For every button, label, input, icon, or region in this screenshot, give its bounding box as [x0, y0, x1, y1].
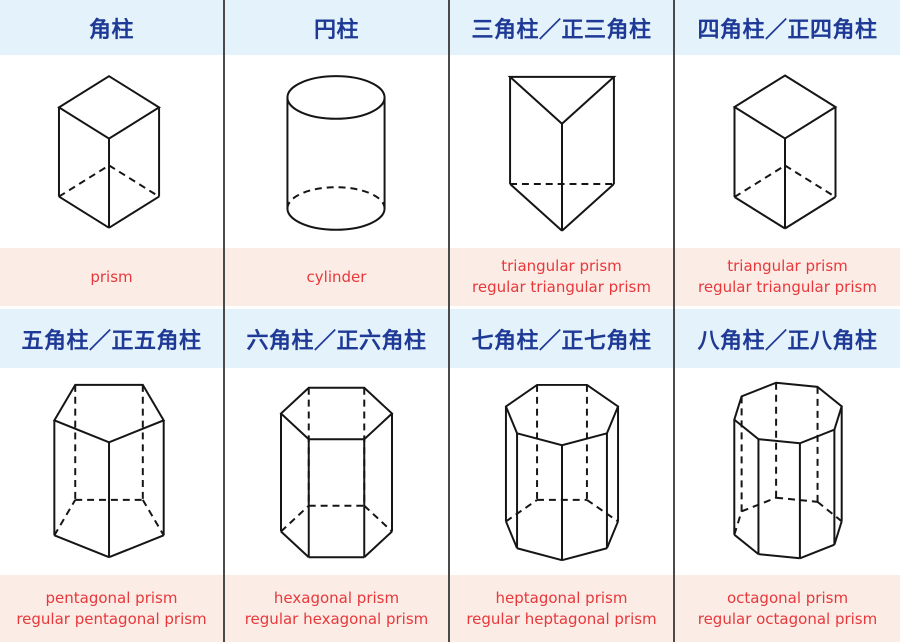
figure-area	[450, 368, 673, 575]
cell-title: 四角柱／正四角柱	[697, 17, 878, 43]
label-line: triangular prism	[727, 257, 848, 276]
label-line: cylinder	[306, 267, 367, 286]
heptagonal-prism-figure	[504, 383, 620, 562]
cell-header: 五角柱／正五角柱	[0, 309, 223, 368]
cell-label: pentagonal prism regular pentagonal pris…	[0, 575, 223, 642]
label-line: triangular prism	[501, 257, 622, 276]
row-divider	[675, 306, 900, 309]
figure-area	[675, 368, 900, 575]
cell-header: 円柱	[225, 0, 448, 55]
figure-area	[0, 55, 223, 248]
label-line: hexagonal prism	[273, 588, 400, 607]
column-3: 三角柱／正三角柱 triangular prism regular triang…	[450, 0, 675, 642]
label-line: regular pentagonal prism	[16, 609, 207, 628]
row-divider	[225, 306, 448, 309]
label-line: pentagonal prism	[45, 588, 178, 607]
figure-area	[225, 55, 448, 248]
cell-heptagonal-prism: 七角柱／正七角柱 heptagonal prism regular heptag…	[450, 309, 673, 642]
pentagonal-prism-figure	[52, 383, 166, 559]
cell-label: heptagonal prism regular heptagonal pris…	[450, 575, 673, 642]
cell-header: 三角柱／正三角柱	[450, 0, 673, 55]
label-line: regular triangular prism	[472, 278, 651, 296]
figure-area	[450, 55, 673, 248]
label-line: regular heptagonal prism	[466, 609, 657, 628]
cell-label: octagonal prism regular octagonal prism	[675, 575, 900, 642]
label-line: regular triangular prism	[698, 278, 877, 296]
label-line: regular octagonal prism	[697, 609, 878, 628]
cell-title: 六角柱／正六角柱	[246, 328, 427, 354]
figure-area	[225, 368, 448, 575]
label-line: regular hexagonal prism	[244, 609, 429, 628]
cell-title: 角柱	[88, 17, 134, 43]
figure-area	[675, 55, 900, 248]
octagonal-prism-figure	[733, 381, 843, 560]
cell-cylinder: 円柱 cylinder	[225, 0, 448, 306]
cell-label: prism	[0, 248, 223, 306]
cell-square-prism: 四角柱／正四角柱 triangular prism regular triang…	[675, 0, 900, 306]
cell-title: 七角柱／正七角柱	[471, 328, 652, 354]
figure-area	[0, 368, 223, 575]
cell-header: 七角柱／正七角柱	[450, 309, 673, 368]
cylinder-figure	[286, 75, 386, 231]
cell-label: hexagonal prism regular hexagonal prism	[225, 575, 448, 642]
label-line: prism	[90, 267, 133, 286]
cell-triangular-prism: 三角柱／正三角柱 triangular prism regular triang…	[450, 0, 673, 306]
cell-title: 五角柱／正五角柱	[21, 328, 202, 354]
cell-header: 角柱	[0, 0, 223, 55]
cell-header: 四角柱／正四角柱	[675, 0, 900, 55]
cell-title: 三角柱／正三角柱	[471, 17, 652, 43]
cell-header: 八角柱／正八角柱	[675, 309, 900, 368]
label-line: octagonal prism	[726, 588, 849, 607]
cell-title: 円柱	[313, 17, 359, 43]
cell-octagonal-prism: 八角柱／正八角柱 octagonal prism regular octagon…	[675, 309, 900, 642]
cell-label: cylinder	[225, 248, 448, 306]
square-prism-figure	[57, 75, 161, 229]
triangular-prism-figure	[507, 75, 617, 232]
square-prism-figure	[732, 74, 838, 230]
hexagonal-prism-figure	[279, 386, 394, 559]
column-4: 四角柱／正四角柱 triangular prism regular triang…	[675, 0, 900, 642]
cell-header: 六角柱／正六角柱	[225, 309, 448, 368]
cell-label: triangular prism regular triangular pris…	[675, 248, 900, 306]
cell-pentagonal-prism: 五角柱／正五角柱 pentagonal prism regular pentag…	[0, 309, 223, 642]
cell-hexagonal-prism: 六角柱／正六角柱 hexagonal prism regular hexagon…	[225, 309, 448, 642]
cell-prism: 角柱 prism	[0, 0, 223, 306]
column-2: 円柱 cylinder 六角柱／正六角柱 hexagonal prism reg…	[225, 0, 450, 642]
column-1: 角柱 prism 五角柱／正五角柱 pentagonal prism regul…	[0, 0, 225, 642]
label-line: heptagonal prism	[495, 588, 628, 607]
row-divider	[450, 306, 673, 309]
cell-title: 八角柱／正八角柱	[697, 328, 878, 354]
row-divider	[0, 306, 223, 309]
cell-label: triangular prism regular triangular pris…	[450, 248, 673, 306]
